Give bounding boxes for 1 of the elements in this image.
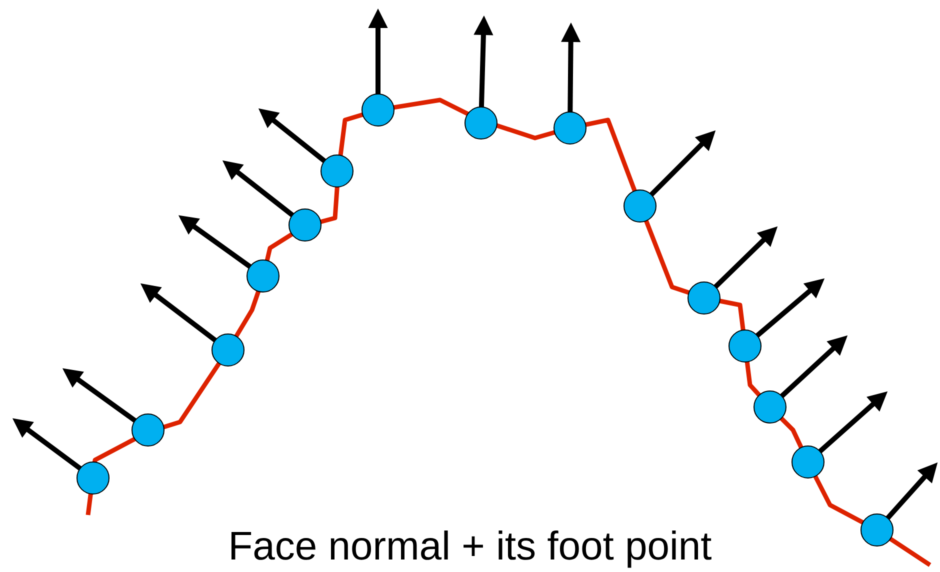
caption-text: Face normal + its foot point: [232, 530, 712, 568]
